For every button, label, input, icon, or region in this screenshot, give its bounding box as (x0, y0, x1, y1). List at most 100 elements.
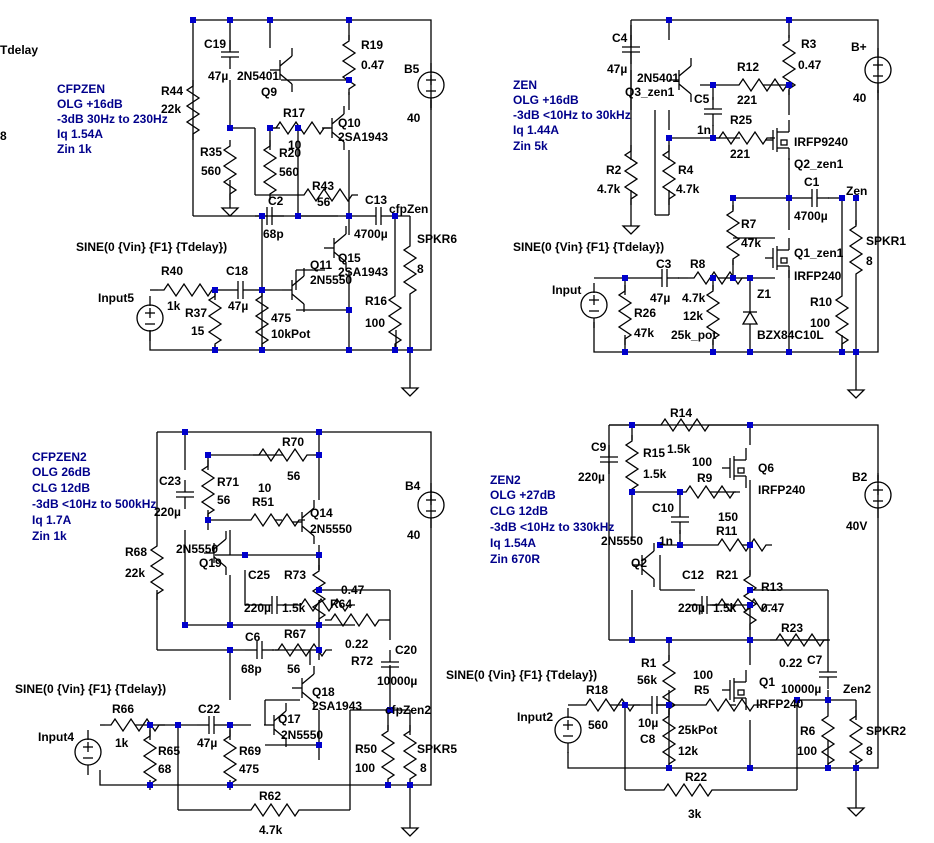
ground-symbol (401, 819, 419, 837)
note-line: Iq 1.54A (57, 127, 103, 141)
component-label: C5 (694, 92, 710, 106)
component-label: R23 (781, 621, 803, 635)
component-value: 47µ (228, 299, 248, 313)
component-value: 40 (407, 528, 421, 542)
component-label: R21 (716, 568, 738, 582)
component-label: R12 (737, 60, 759, 74)
resistor-r15 (625, 434, 639, 496)
mosfet-q1 (721, 669, 747, 711)
component-value: 0.47 (798, 58, 822, 72)
junctions (190, 17, 413, 353)
component-value: 40 (853, 91, 867, 105)
note-line: CLG 12dB (32, 481, 90, 495)
component-label: R51 (252, 495, 274, 509)
component-value: 10 (288, 138, 302, 152)
component-label: R1 (641, 656, 657, 670)
component-value: 47µ (650, 291, 670, 305)
component-value: 10µ (638, 716, 658, 730)
component-value: 8 (417, 262, 424, 276)
component-label: R71 (217, 475, 239, 489)
component-value: 40V (846, 519, 867, 533)
component-label: C6 (245, 630, 261, 644)
component-label: R50 (355, 742, 377, 756)
component-label: C18 (226, 264, 248, 278)
component-label: R37 (185, 306, 207, 320)
component-label: R18 (586, 683, 608, 697)
component-label: Q11 (310, 258, 332, 272)
source-spec: SINE(0 {Vin} {F1} {Tdelay}) (76, 240, 227, 254)
component-part: BZX84C10L (757, 328, 824, 342)
component-value: 68p (263, 227, 284, 241)
component-value: 10000µ (781, 682, 821, 696)
component-label: C7 (807, 653, 823, 667)
component-label: R72 (351, 654, 373, 668)
component-value: 4.7k (597, 182, 621, 196)
speaker-spkr1 (849, 219, 863, 281)
transistor-q11 (281, 267, 305, 313)
component-value: 56 (287, 469, 301, 483)
capacitor-c1 (799, 188, 830, 208)
component-label: R70 (282, 435, 304, 449)
component-value: 0.22 (345, 637, 369, 651)
wires (149, 19, 432, 380)
component-label: R64 (330, 597, 352, 611)
source-spec: SINE(0 {Vin} {F1} {Tdelay}) (446, 668, 597, 682)
component-label: R69 (239, 744, 261, 758)
component-label: R4 (678, 163, 694, 177)
component-label: R43 (312, 179, 334, 193)
component-value: 221 (737, 93, 757, 107)
component-value: 25kPot (678, 723, 717, 737)
ground-symbol (401, 379, 419, 397)
component-value: 4.7k (676, 182, 700, 196)
component-label: C4 (612, 31, 628, 45)
component-part: 2N5550 (601, 534, 643, 548)
component-label: R25 (730, 113, 752, 127)
component-label: C1 (804, 175, 820, 189)
component-value: 1k (115, 736, 129, 750)
component-value: 560 (279, 165, 299, 179)
component-value: 1k (167, 299, 181, 313)
component-value: 47k (741, 236, 761, 250)
cfpzen-circuit: CFPZEN OLG +16dB -3dB 30Hz to 230Hz Iq 1… (57, 17, 457, 397)
component-label: Q6 (758, 461, 774, 475)
component-label: R17 (283, 106, 305, 120)
component-part: 2N5550 (176, 542, 218, 556)
component-label: SPKR2 (866, 724, 906, 738)
component-label: B+ (851, 40, 867, 54)
component-value: 100 (797, 744, 817, 758)
component-label: Q1_zen1 (794, 246, 844, 260)
component-value: 1.5k (713, 601, 737, 615)
note-line: Zin 1k (57, 142, 92, 156)
component-value: 56 (287, 662, 301, 676)
component-label: Q17 (278, 712, 301, 726)
resistor-r7 (726, 204, 740, 266)
component-value: 1.5k (282, 601, 306, 615)
capacitor-c3 (649, 268, 680, 288)
note-line: CLG 12dB (490, 504, 548, 518)
component-label: C20 (395, 643, 417, 657)
resistor-r19 (342, 34, 356, 96)
capacitor-c22 (196, 715, 227, 735)
component-label: R16 (365, 294, 387, 308)
component-label: Q10 (338, 116, 361, 130)
note-line: Iq 1.44A (513, 123, 559, 137)
zen2-notes: ZEN2 OLG +27dB CLG 12dB -3dB <10Hz to 33… (490, 473, 614, 566)
component-label: R13 (761, 580, 783, 594)
component-part: IRFP240 (758, 483, 806, 497)
component-value: 100 (355, 761, 375, 775)
component-value: 4.7k (682, 291, 706, 305)
component-value: 68p (241, 662, 262, 676)
component-label: R9 (697, 471, 713, 485)
component-label: Q2_zen1 (794, 157, 844, 171)
component-label: SPKR6 (417, 232, 457, 246)
resistor-r72 (324, 613, 386, 627)
component-label: R15 (643, 446, 665, 460)
component-value: 220µ (678, 601, 705, 615)
component-label: R7 (741, 217, 757, 231)
mosfet-q2 (764, 119, 790, 161)
note-line: CFPZEN2 (32, 450, 87, 464)
component-label: B5 (404, 62, 420, 76)
junctions (147, 429, 413, 788)
cfpzen2-labels: R70 56 C23 R71 10 B4 220µ 56 R51 Q14 2N5… (15, 435, 457, 837)
